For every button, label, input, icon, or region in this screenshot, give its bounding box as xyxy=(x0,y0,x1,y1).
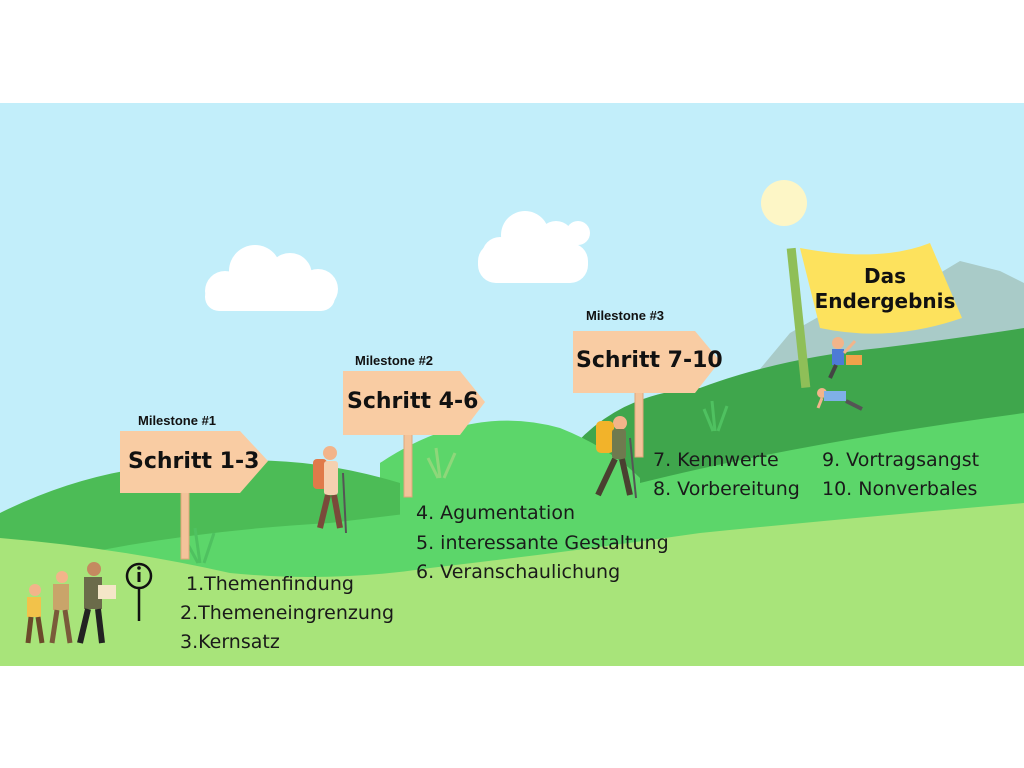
step-item: 4. Agumentation xyxy=(416,502,575,524)
sign-text-3: Schritt 7-10 xyxy=(576,348,723,373)
hiker-icon xyxy=(313,446,347,534)
step-item: 8. Vorbereitung xyxy=(653,478,800,500)
milestone-label-3: Milestone #3 xyxy=(586,308,665,323)
grass-tuft-icon xyxy=(702,400,729,432)
step-item: 2.Themeneingrenzung xyxy=(180,602,395,624)
hiker-group-icon xyxy=(25,562,116,644)
step-item: 7. Kennwerte xyxy=(653,449,779,471)
sign-text-2: Schritt 4-6 xyxy=(347,389,479,414)
climber-icon xyxy=(816,388,863,411)
grass-foreground xyxy=(0,503,1024,666)
sign-board xyxy=(120,431,268,493)
hiker-icon xyxy=(595,416,637,499)
step-item: 10. Nonverbales xyxy=(822,478,978,500)
step-item: 6. Veranschaulichung xyxy=(416,561,621,583)
flag-icon xyxy=(800,243,962,334)
flag-title-line1: Das xyxy=(863,264,906,288)
step-item: 1.Themenfindung xyxy=(186,573,354,595)
cloud-icon xyxy=(478,211,590,283)
sign-post xyxy=(403,430,413,498)
info-icon xyxy=(125,562,153,621)
step-item: 5. interessante Gestaltung xyxy=(416,532,669,554)
step-item: 9. Vortragsangst xyxy=(822,449,980,471)
flag-pole xyxy=(786,247,811,389)
sun-icon xyxy=(761,180,807,226)
sign-text-1: Schritt 1-3 xyxy=(128,449,260,474)
grass-tuft-icon xyxy=(426,447,457,479)
sign-post xyxy=(180,490,190,560)
flag-title: Das Endergebnis xyxy=(810,264,960,314)
milestone-label-2: Milestone #2 xyxy=(355,353,434,368)
landscape-illustration xyxy=(0,103,1024,666)
landscape-scene: Milestone #1 Milestone #2 Milestone #3 S… xyxy=(0,103,1024,666)
cloud-icon xyxy=(205,245,338,311)
sign-post xyxy=(634,382,644,458)
step-item: 3.Kernsatz xyxy=(180,631,280,653)
sign-board xyxy=(343,371,485,435)
sign-board xyxy=(573,331,720,393)
climber-icon xyxy=(828,337,862,379)
flag-title-line2: Endergebnis xyxy=(814,289,956,313)
milestone-label-1: Milestone #1 xyxy=(138,413,217,428)
